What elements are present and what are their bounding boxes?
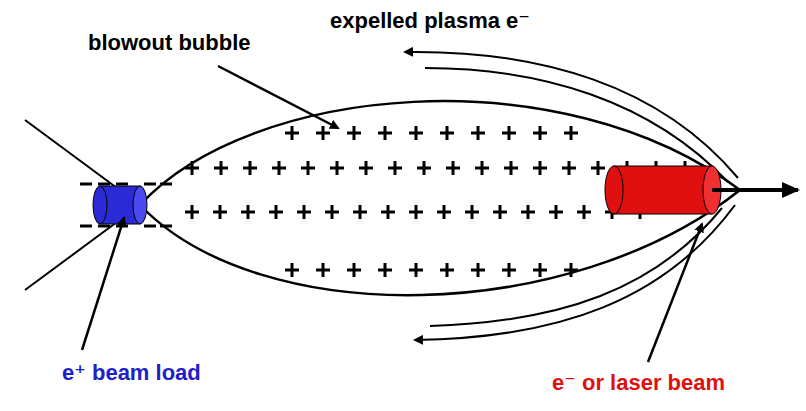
leader-arrow bbox=[218, 66, 338, 128]
driver-bunch bbox=[605, 166, 721, 214]
part-label: blowout bubble bbox=[88, 30, 251, 56]
electron-flow-line bbox=[430, 208, 722, 326]
electron-flow-line bbox=[425, 68, 728, 182]
leader-arrow bbox=[648, 224, 702, 362]
positron-bunch bbox=[93, 186, 147, 224]
leader-arrow bbox=[82, 218, 124, 350]
propagation-arrow bbox=[712, 188, 798, 192]
charge-symbols bbox=[80, 126, 692, 277]
electron-flow-arrow bbox=[415, 205, 735, 340]
electron-flow-arrow bbox=[405, 52, 738, 178]
part-label: e⁻ or laser beam bbox=[552, 370, 725, 396]
charge-marks bbox=[80, 126, 692, 277]
part-label: e⁺ beam load bbox=[62, 360, 201, 386]
part-label: expelled plasma e⁻ bbox=[330, 8, 530, 34]
